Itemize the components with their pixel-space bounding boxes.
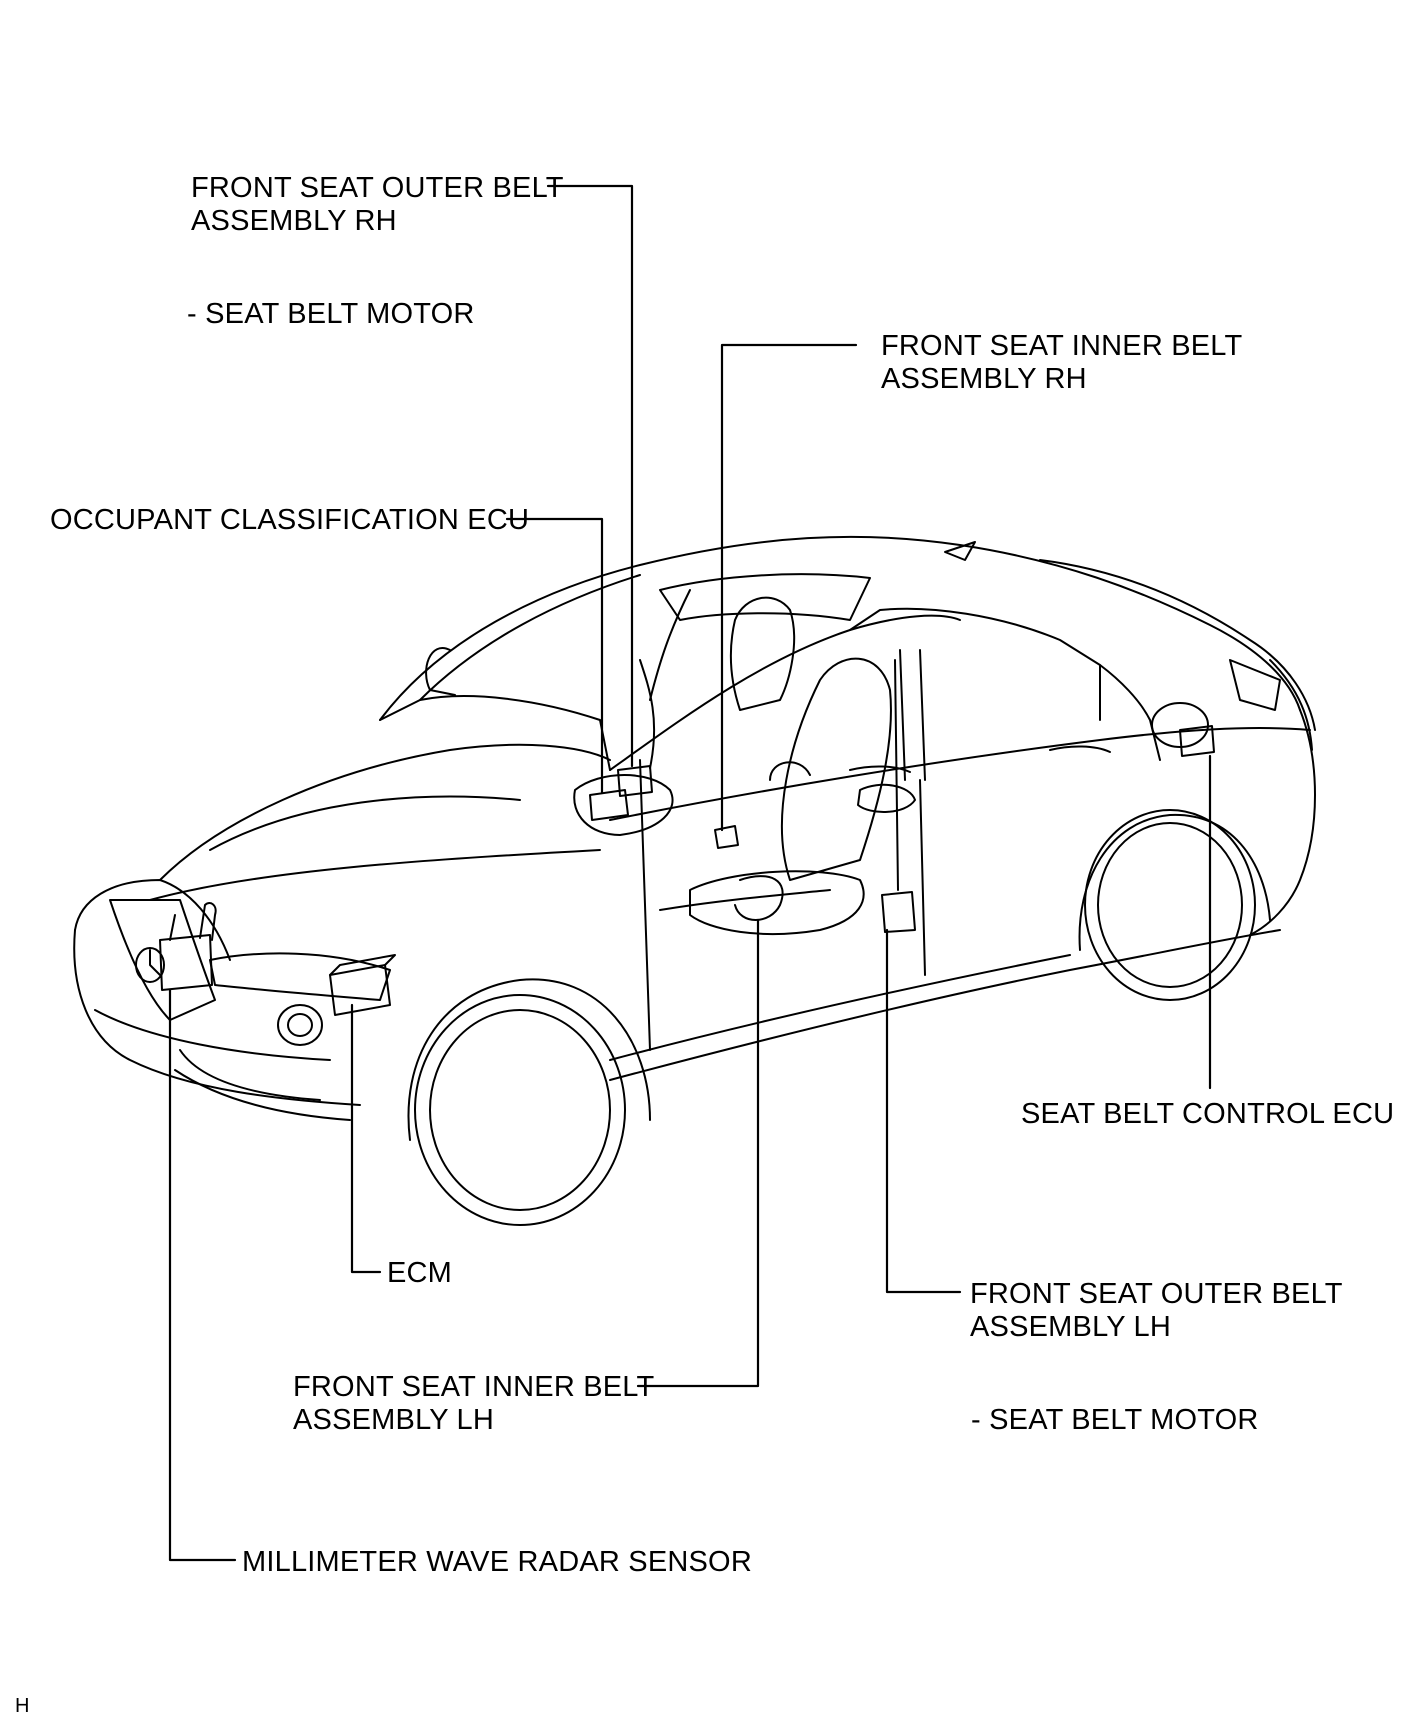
leader-outer-lh [885, 928, 962, 1294]
leader-ecm [350, 1003, 382, 1274]
label-inner-lh-line2: ASSEMBLY LH [293, 1404, 494, 1436]
leader-radar-sensor [168, 988, 237, 1562]
label-seat-belt-control-ecu: SEAT BELT CONTROL ECU [1021, 1098, 1395, 1130]
car-body [73, 535, 1316, 1121]
label-outer-rh-line2: ASSEMBLY RH [191, 205, 397, 237]
leader-inner-rh [720, 343, 858, 832]
label-occupant-classification-ecu: OCCUPANT CLASSIFICATION ECU [50, 504, 530, 536]
label-front-seat-inner-belt-lh: FRONT SEAT INNER BELT ASSEMBLY LH [293, 1371, 654, 1437]
label-outer-rh-line1: FRONT SEAT OUTER BELT [191, 172, 564, 204]
label-inner-lh-line1: FRONT SEAT INNER BELT [293, 1371, 655, 1403]
leader-outer-rh [546, 184, 634, 768]
front-wheel [407, 978, 651, 1226]
rear-wheel [1078, 809, 1271, 1001]
fog-lamp [277, 1004, 323, 1046]
corner-mark: H [15, 1695, 30, 1717]
label-front-seat-inner-belt-rh: FRONT SEAT INNER BELT ASSEMBLY RH [881, 330, 1242, 396]
label-outer-lh-line1: FRONT SEAT OUTER BELT [970, 1278, 1343, 1310]
leader-occupant-ecu [505, 517, 604, 794]
label-outer-lh-line2: ASSEMBLY LH [970, 1311, 1171, 1343]
label-inner-rh-line1: FRONT SEAT INNER BELT [881, 330, 1243, 362]
components [135, 589, 1215, 1016]
label-outer-lh-seat-belt-motor: - SEAT BELT MOTOR [971, 1404, 1259, 1436]
leader-inner-lh [636, 918, 760, 1388]
leader-lines [168, 184, 1212, 1562]
label-outer-rh-seat-belt-motor: - SEAT BELT MOTOR [187, 298, 475, 330]
seats [573, 596, 892, 935]
label-inner-rh-line2: ASSEMBLY RH [881, 363, 1087, 395]
label-ecm: ECM [387, 1257, 453, 1289]
label-millimeter-wave-radar-sensor: MILLIMETER WAVE RADAR SENSOR [242, 1546, 752, 1578]
label-front-seat-outer-belt-lh: FRONT SEAT OUTER BELT ASSEMBLY LH [970, 1278, 1343, 1344]
label-front-seat-outer-belt-rh: FRONT SEAT OUTER BELT ASSEMBLY RH [191, 172, 564, 238]
